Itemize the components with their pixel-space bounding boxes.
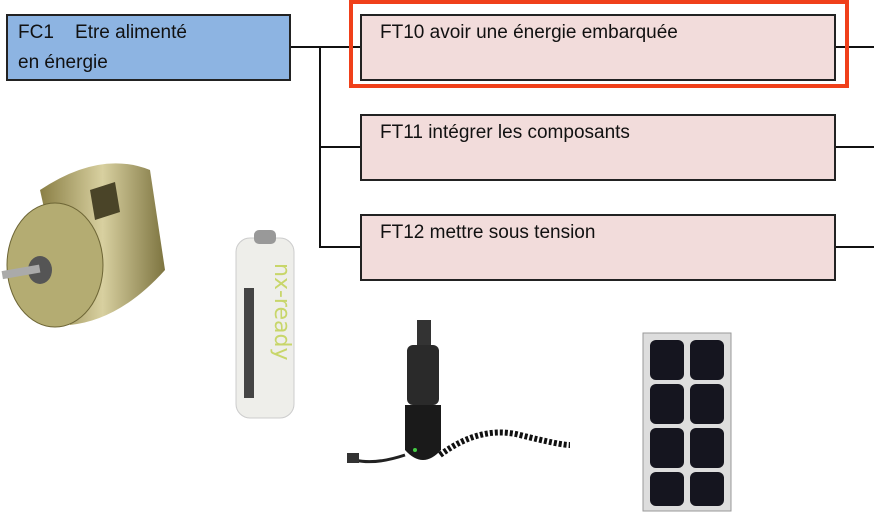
ft10-box: FT10 avoir une énergie embarquée	[360, 14, 836, 81]
aa-battery-image: nx-ready	[235, 230, 295, 419]
ft10-highlight-frame	[349, 0, 849, 88]
svg-text:nx-ready: nx-ready	[269, 263, 294, 360]
connector-fc1-ft10	[291, 46, 360, 48]
ft12-box: FT12 mettre sous tension	[360, 214, 836, 281]
dc-motor-image	[1, 163, 165, 328]
ft12-label: FT12 mettre sous tension	[380, 222, 596, 243]
connector-ft12	[319, 246, 360, 248]
connector-ft12-right	[836, 246, 874, 248]
ft11-label: FT11 intégrer les composants	[380, 122, 630, 143]
fc1-title-line2: en énergie	[18, 52, 108, 73]
fc1-code: FC1	[18, 22, 54, 43]
fc1-title-line1: Etre alimenté	[75, 22, 187, 43]
ft10-label: FT10 avoir une énergie embarquée	[380, 22, 678, 43]
connector-ft11-right	[836, 146, 874, 148]
connector-ft11	[319, 146, 360, 148]
car-charger-image	[347, 320, 571, 464]
solar-panel-image	[642, 332, 732, 512]
connector-ft10-right	[836, 46, 874, 48]
fc1-box: FC1 Etre alimenté en énergie	[6, 14, 291, 81]
ft11-box: FT11 intégrer les composants	[360, 114, 836, 181]
